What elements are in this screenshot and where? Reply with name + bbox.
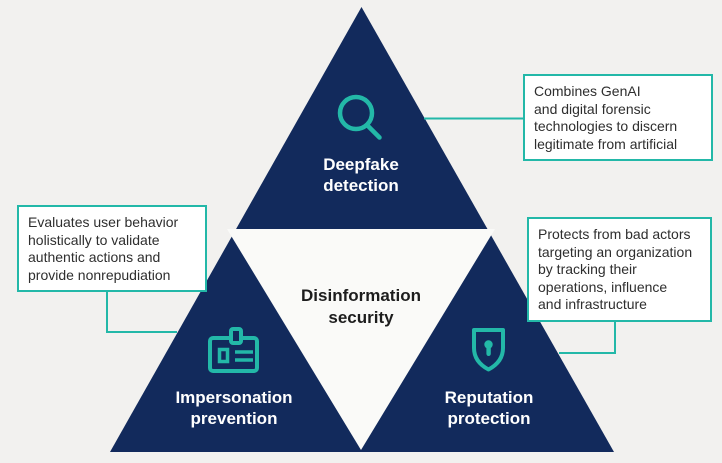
center-inverted-triangle: [227, 229, 495, 450]
label-deepfake-detection: Deepfake detection: [323, 155, 399, 195]
diagram-title: Disinformation security: [301, 286, 421, 327]
label-impersonation-prevention: Impersonation prevention: [175, 388, 293, 428]
id-badge-icon: [208, 327, 259, 373]
connector-impersonation-line: [106, 288, 177, 333]
callout-deepfake: Combines GenAI and digital forensic tech…: [523, 74, 713, 162]
connector-reputation-line: [559, 319, 616, 354]
callout-reputation: Protects from bad actors targeting an or…: [527, 217, 712, 322]
label-reputation-protection: Reputation protection: [444, 388, 534, 428]
search-icon: [337, 94, 382, 140]
callout-impersonation: Evaluates user behavior holistically to …: [17, 205, 207, 293]
shield-icon: [472, 328, 505, 372]
